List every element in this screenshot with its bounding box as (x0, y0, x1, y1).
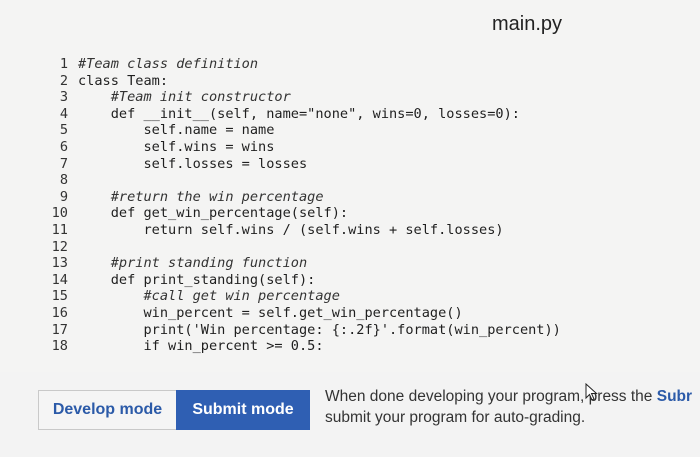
line-number: 17 (51, 321, 68, 338)
submit-mode-button[interactable]: Submit mode (176, 390, 310, 430)
line-number: 2 (59, 72, 68, 89)
code-line-text: class Team: (78, 72, 169, 89)
code-line[interactable]: 12 (40, 239, 561, 256)
code-line-text: self.wins = wins (78, 138, 275, 155)
code-line[interactable]: 14 def print_standing(self): (40, 272, 561, 289)
line-number: 10 (51, 205, 68, 222)
mode-hint-text: When done developing your program, press… (325, 386, 700, 428)
hint-line2: submit your program for auto-grading. (325, 409, 586, 426)
line-number: 5 (59, 122, 68, 139)
code-line[interactable]: 1 #Team class definition (40, 56, 561, 73)
code-line[interactable]: 2 class Team: (40, 73, 561, 90)
line-number: 18 (51, 338, 68, 355)
code-line[interactable]: 9 #return the win percentage (40, 189, 561, 206)
develop-mode-button[interactable]: Develop mode (38, 390, 176, 430)
code-line-text: def print_standing(self): (78, 271, 316, 288)
code-line[interactable]: 8 (40, 172, 561, 189)
code-line-text: #Team init constructor (78, 89, 291, 106)
code-editor[interactable]: main.py 1 #Team class definition 2 class Te… (0, 0, 700, 373)
code-line[interactable]: 18 if win_percent >= 0.5: (40, 338, 561, 355)
code-line-text: #return the win percentage (78, 188, 324, 205)
code-line[interactable]: 17 print('Win percentage: {:.2f}'.format… (40, 322, 561, 339)
code-line-text: #call get win percentage (78, 288, 340, 305)
hint-line1-prefix: When done developing your program, press… (325, 388, 657, 405)
code-line[interactable]: 4 def __init__(self, name="none", wins=0… (40, 106, 561, 123)
code-line[interactable]: 13 #print standing function (40, 255, 561, 272)
code-line[interactable]: 16 win_percent = self.get_win_percentage… (40, 305, 561, 322)
line-number: 11 (51, 221, 68, 238)
line-number: 7 (59, 155, 68, 172)
line-number: 16 (51, 304, 68, 321)
hint-line1-bold: Subr (656, 388, 693, 405)
mode-toolbar: Develop mode Submit mode When done devel… (0, 372, 700, 457)
code-line[interactable]: 6 self.wins = wins (40, 139, 561, 156)
code-line-text: self.losses = losses (78, 155, 308, 172)
file-title: main.py (491, 13, 562, 35)
line-number: 15 (51, 288, 68, 305)
line-number: 13 (51, 255, 68, 272)
line-number: 9 (59, 188, 68, 205)
line-number: 1 (59, 56, 68, 72)
line-number: 3 (59, 89, 68, 106)
code-line-text: win_percent = self.get_win_percentage() (78, 304, 463, 321)
line-number: 4 (59, 105, 68, 122)
code-line-text: def get_win_percentage(self): (78, 205, 349, 222)
code-line[interactable]: 7 self.losses = losses (40, 156, 561, 173)
code-line[interactable]: 10 def get_win_percentage(self): (40, 205, 561, 222)
code-line-text: self.name = name (78, 122, 275, 139)
code-line[interactable]: 11 return self.wins / (self.wins + self.… (40, 222, 561, 239)
code-line[interactable]: 3 #Team init constructor (40, 89, 561, 106)
code-line-text: #Team class definition (78, 56, 259, 72)
code-line-text: #print standing function (78, 255, 308, 272)
mouse-cursor-icon (585, 383, 598, 401)
line-number: 12 (51, 238, 68, 255)
code-line-text: def __init__(self, name="none", wins=0, … (78, 105, 520, 122)
line-number: 14 (51, 271, 68, 288)
code-line-text: if win_percent >= 0.5: (78, 338, 324, 355)
line-number: 6 (59, 138, 68, 155)
code-line-text: print('Win percentage: {:.2f}'.format(wi… (78, 321, 561, 338)
code-line-text: return self.wins / (self.wins + self.los… (78, 221, 504, 238)
line-number: 8 (59, 172, 68, 189)
code-line[interactable]: 5 self.name = name (40, 122, 561, 139)
code-line[interactable]: 15 #call get win percentage (40, 288, 561, 305)
